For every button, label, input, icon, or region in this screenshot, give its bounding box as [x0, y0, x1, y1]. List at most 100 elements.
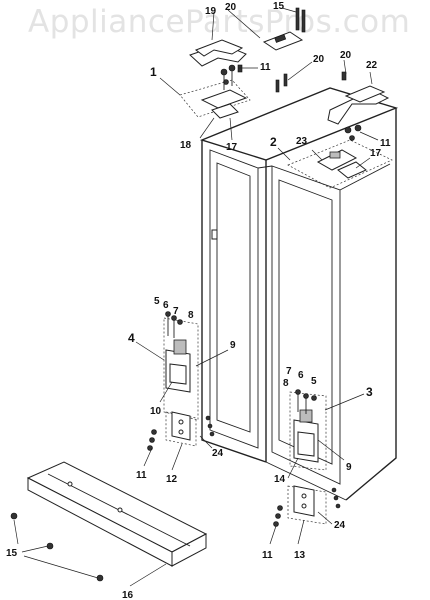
left-bottom-hinge-assembly: [147, 311, 215, 451]
hinge-region-4: [163, 317, 199, 421]
screw-11-left-2: [149, 437, 155, 443]
leader-lines: [13, 7, 379, 587]
plate-hole-r2: [301, 503, 307, 509]
fridge-opening: [271, 165, 341, 485]
screw-15-1: [10, 512, 18, 520]
callout-10: 10: [150, 406, 162, 417]
hinge-plate-12: [171, 411, 191, 441]
callout-14: 14: [274, 474, 286, 485]
hinge-region-right: [287, 139, 393, 189]
bolt-20-right: [341, 71, 347, 81]
leader-20a: [227, 9, 261, 39]
callout-11d: 11: [262, 550, 273, 561]
bolt-20-left: [275, 79, 280, 93]
hinge-region-3: [289, 391, 327, 471]
refrigerator-cabinet: [199, 87, 399, 501]
plate-slot: [274, 34, 287, 43]
freezer-switch: [211, 229, 218, 240]
freezer-liner: [216, 162, 251, 433]
screw-top-right-1: [344, 126, 352, 134]
screw-7-right: [295, 389, 301, 395]
callout-8a: 8: [188, 310, 194, 321]
plate-hole-1: [178, 419, 184, 425]
screw-24-left-3: [209, 431, 215, 437]
callout-15a: 15: [273, 1, 285, 12]
hinge-cover-19-top: [194, 39, 244, 57]
callout-18: 18: [180, 140, 192, 151]
leader-20c: [343, 59, 347, 75]
callout-19: 19: [205, 6, 217, 17]
top-left-hinge-assembly: [189, 7, 306, 119]
leader-9a: [195, 349, 229, 367]
callout-24b: 24: [334, 520, 346, 531]
hinge-18: [200, 89, 248, 109]
bolt-15-top-2: [301, 9, 306, 33]
cabinet-side: [345, 108, 397, 501]
screw-11-right-2: [275, 513, 281, 519]
screw-11-right-1: [277, 505, 283, 511]
leader-19: [211, 11, 215, 41]
leader-24a: [199, 435, 213, 449]
side-top-edge: [339, 163, 391, 191]
grille-top: [26, 461, 208, 553]
callout-2: 2: [270, 135, 277, 149]
callout-17b: 17: [370, 148, 382, 159]
watermark-text: AppliancePartsPros.com: [28, 4, 410, 40]
callout-16: 16: [122, 590, 134, 600]
grille-end: [171, 533, 207, 567]
screw-24-right-2: [333, 495, 339, 501]
leader-15b-1: [13, 519, 19, 545]
callout-12: 12: [166, 474, 178, 485]
hinge-pin-8: [173, 339, 187, 355]
callout-15b: 15: [6, 548, 18, 559]
leader-9b: [317, 439, 345, 461]
screw-top-left-2: [228, 64, 236, 72]
leader-11b: [359, 131, 379, 141]
hinge-region-left: [179, 79, 251, 118]
screw-5-left: [165, 311, 171, 317]
leader-2: [277, 147, 291, 161]
leader-12: [171, 443, 183, 471]
screw-11-right-3: [273, 521, 279, 527]
cabinet-front-left: [201, 140, 267, 463]
callout-7a: 7: [173, 306, 179, 317]
leader-23: [311, 149, 323, 161]
callout-6b: 6: [298, 370, 304, 381]
bolt-15-top: [295, 7, 300, 31]
leader-15a: [281, 7, 297, 13]
cabinet-bottom-edge: [265, 461, 347, 501]
plate-hole-r1: [301, 493, 307, 499]
hinge-cover-22-top: [344, 85, 386, 103]
callout-5a: 5: [154, 296, 160, 307]
leader-15b-2: [21, 545, 49, 553]
callout-20a: 20: [225, 2, 237, 13]
callout-9b: 9: [346, 462, 352, 473]
screw-top-left-1: [220, 68, 228, 76]
leader-17a: [229, 117, 233, 141]
hinge-pin-right: [329, 151, 341, 159]
bolt-20-left-2: [283, 73, 288, 87]
callout-1: 1: [150, 65, 157, 79]
callout-24a: 24: [212, 448, 224, 459]
callout-labels: 1 2 3 4 19 20 15 11 20 20 22 11 18 17 23…: [6, 1, 391, 600]
screw-top-right-2: [354, 124, 362, 132]
screw-top-left-3: [223, 79, 229, 85]
hinge-body-10: [169, 363, 187, 385]
right-bottom-hinge-assembly: [273, 389, 341, 527]
hinge-plate-13: [293, 485, 315, 517]
callout-11a: 11: [260, 62, 271, 73]
grille-hole-2: [117, 507, 123, 513]
mullion-top: [257, 165, 273, 169]
screw-24-right-3: [335, 503, 341, 509]
callout-7b: 7: [286, 366, 292, 377]
hinge-17: [211, 103, 239, 119]
leader-13: [297, 519, 305, 545]
leader-18: [199, 117, 215, 139]
callout-17a: 17: [226, 142, 238, 153]
leader-14: [287, 457, 299, 479]
screw-7-left: [177, 319, 183, 325]
screw-top-right-3: [349, 135, 355, 141]
callout-6a: 6: [163, 300, 169, 311]
leader-16: [129, 563, 167, 587]
